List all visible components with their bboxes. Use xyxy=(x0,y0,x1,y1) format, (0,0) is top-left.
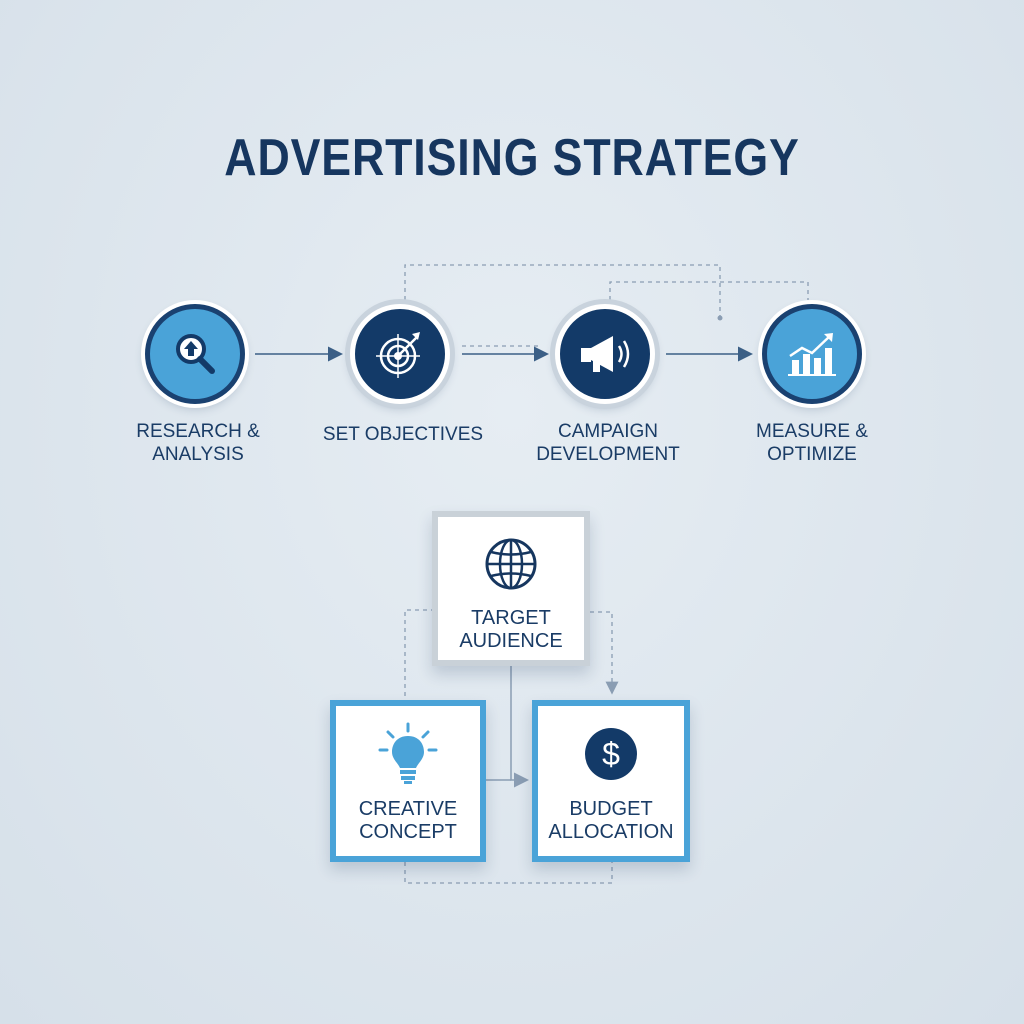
target-arrow-icon xyxy=(376,332,420,378)
feedback-loop-inner xyxy=(609,281,809,300)
line-target-to-budget xyxy=(510,666,529,788)
card-creative-label: CREATIVE CONCEPT xyxy=(358,798,458,843)
page-title: ADVERTISING STRATEGY xyxy=(224,129,800,187)
dollar-icon: $ xyxy=(585,728,637,780)
feedback-loop-outer xyxy=(404,264,721,318)
step-objectives-circle xyxy=(350,304,450,404)
globe-icon xyxy=(485,538,537,590)
card-creative-concept: CREATIVE CONCEPT xyxy=(330,700,486,862)
dashed-target-to-creative xyxy=(404,609,435,700)
dashed-creative-to-budget xyxy=(404,862,613,884)
step-objectives-label: SET OBJECTIVES xyxy=(322,424,484,445)
card-budget-label: BUDGET ALLOCATION xyxy=(548,798,674,843)
step-campaign-label: CAMPAIGN DEVELOPMENT xyxy=(536,421,680,465)
step-research-circle xyxy=(145,304,245,404)
lightbulb-icon xyxy=(378,722,438,784)
step-campaign-circle xyxy=(555,304,655,404)
svg-text:$: $ xyxy=(602,736,620,772)
megaphone-icon xyxy=(581,336,630,372)
step-research-label: RESEARCH & ANALYSIS xyxy=(136,421,260,465)
magnifier-upload-icon xyxy=(176,334,215,374)
dashed-target-to-budget xyxy=(590,611,619,695)
card-budget-allocation: $ BUDGET ALLOCATION xyxy=(532,700,690,862)
growth-chart-icon xyxy=(788,333,836,376)
card-target-audience: TARGET AUDIENCE xyxy=(432,511,590,666)
step-measure-circle xyxy=(762,304,862,404)
step-measure-label: MEASURE & OPTIMIZE xyxy=(756,421,868,465)
card-target-label: TARGET AUDIENCE xyxy=(459,607,563,652)
